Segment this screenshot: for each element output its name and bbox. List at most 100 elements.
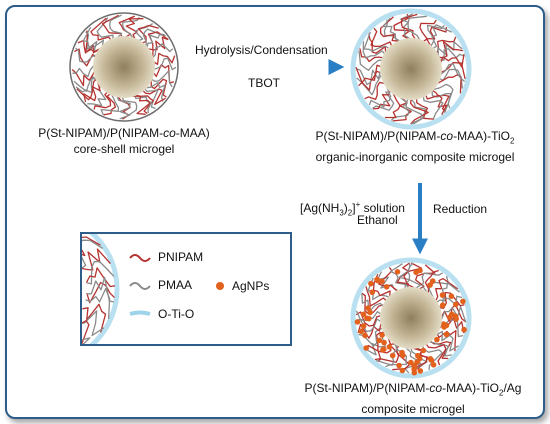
- pnipam-chain: [436, 329, 457, 352]
- pmaa-chain: [372, 91, 395, 111]
- legend-o-ti-o-label: O-Ti-O: [158, 307, 195, 321]
- pmaa-chain: [82, 337, 91, 344]
- pnipam-chain: [86, 281, 115, 304]
- pnipam-chain: [400, 13, 418, 40]
- pnipam-chain: [82, 236, 101, 257]
- ag-nanoparticle: [399, 367, 406, 374]
- pnipam-chain: [425, 94, 448, 116]
- pmaa-chain: [72, 64, 95, 78]
- pnipam-chain: [357, 321, 382, 339]
- ag-nanoparticle: [379, 278, 385, 285]
- ag-nanoparticles: [354, 267, 467, 376]
- pnipam-chain: [429, 340, 452, 360]
- ag-nanoparticle: [358, 328, 364, 335]
- pmaa-chain: [431, 24, 452, 50]
- legend-pmaa-label: PMAA: [158, 278, 193, 292]
- pnipam-chain: [142, 88, 166, 106]
- pnipam-chain: [436, 74, 462, 94]
- legend-polymer-chains: [82, 236, 115, 344]
- tbot-label: TBOT: [248, 76, 280, 90]
- ag-nanoparticle: [460, 298, 466, 305]
- pnipam-chain: [365, 331, 385, 352]
- pmaa-swatch: [129, 282, 151, 290]
- ag-nanoparticle: [427, 282, 433, 288]
- pmaa-chain: [86, 276, 114, 303]
- pmaa-chain: [431, 90, 452, 113]
- ag-composite-microgel: [350, 257, 472, 379]
- pmaa-chain: [85, 287, 111, 319]
- pnipam-chain: [355, 311, 382, 327]
- pmaa-chain: [109, 14, 123, 39]
- ag-nanoparticle: [427, 356, 434, 362]
- pnipam-chain: [373, 89, 391, 110]
- pnipam-chain: [83, 81, 101, 103]
- pnipam-chain: [425, 343, 447, 366]
- ag-nanoparticle: [367, 309, 373, 316]
- pnipam-chain: [393, 13, 411, 40]
- ag-solution-label: [Ag(NH3)2]+ solution: [300, 200, 405, 218]
- ag-nanoparticle: [411, 366, 417, 372]
- hydrolysis-label: Hydrolysis/Condensation: [195, 43, 328, 57]
- pnipam-chain: [355, 64, 382, 84]
- ag-nanoparticle: [381, 339, 387, 346]
- pmaa-chain: [358, 50, 383, 71]
- pmaa-chain: [362, 41, 386, 59]
- pnipam-chain: [76, 78, 97, 101]
- pnipam-chain: [415, 264, 436, 290]
- ag-nanoparticle: [365, 305, 371, 311]
- pnipam-chain: [435, 277, 459, 302]
- pnipam-chain: [365, 286, 387, 307]
- pmaa-chain: [82, 310, 105, 337]
- ag-nanoparticle: [380, 347, 386, 353]
- ag-nanoparticle: [439, 302, 446, 308]
- ag-nanoparticle: [461, 326, 467, 333]
- pmaa-chain: [368, 85, 392, 108]
- composite-caption: P(St-NIPAM)/P(NIPAM-co-MAA)-TiO2 organic…: [315, 129, 515, 165]
- pmaa-chain: [86, 260, 115, 285]
- reduction-label: Reduction: [433, 202, 488, 216]
- polymer-chains-shell: [355, 13, 466, 125]
- core-sphere: [93, 36, 155, 98]
- pnipam-chain: [85, 30, 101, 53]
- pnipam-chain: [90, 17, 112, 41]
- pnipam-chain: [85, 267, 115, 288]
- pmaa-chain: [382, 17, 401, 42]
- legend-microgel-fragment: [82, 234, 120, 344]
- ag-nanoparticle: [386, 344, 393, 350]
- pmaa-chain: [145, 81, 166, 102]
- ag-nanoparticle: [360, 311, 367, 318]
- ag-nanoparticle: [383, 284, 390, 290]
- pmaa-chain: [100, 93, 120, 115]
- pmaa-chain: [407, 262, 422, 289]
- pmaa-chain: [144, 88, 159, 110]
- ag-nanoparticle: [362, 332, 368, 339]
- pnipam-chain: [370, 27, 393, 48]
- pmaa-chain: [116, 95, 131, 120]
- ag-nanoparticle: [366, 315, 372, 322]
- polymer-chains-shell: [71, 14, 177, 120]
- pnipam-chain: [125, 18, 144, 40]
- pnipam-chain: [364, 81, 385, 101]
- ag-nanoparticle: [379, 332, 385, 338]
- polymer-chains-shell: [355, 262, 467, 374]
- legend: PNIPAM PMAA O-Ti-O AgNPs: [80, 232, 292, 346]
- ag-nanoparticle: [396, 362, 402, 369]
- ag-nanoparticle: [363, 345, 369, 351]
- pmaa-chain: [436, 281, 460, 303]
- ag-nanoparticle: [374, 276, 380, 283]
- pmaa-chain: [435, 330, 459, 352]
- ag-nanoparticle: [413, 269, 419, 276]
- ag-composite-caption: P(St-NIPAM)/P(NIPAM-co-MAA)-TiO2/Ag comp…: [304, 381, 522, 417]
- ag-nanoparticle: [354, 319, 361, 325]
- ag-nanoparticle: [453, 301, 459, 308]
- pnipam-chain: [153, 52, 176, 65]
- pnipam-swatch: [129, 254, 151, 262]
- pnipam-chain: [82, 248, 111, 271]
- ag-nanoparticle: [399, 349, 405, 356]
- organic-inorganic-composite-microgel: [350, 8, 472, 130]
- ag-nanoparticle: [360, 323, 367, 329]
- pnipam-chain: [359, 48, 384, 63]
- pnipam-chain: [131, 95, 151, 115]
- pmaa-chain: [422, 96, 444, 120]
